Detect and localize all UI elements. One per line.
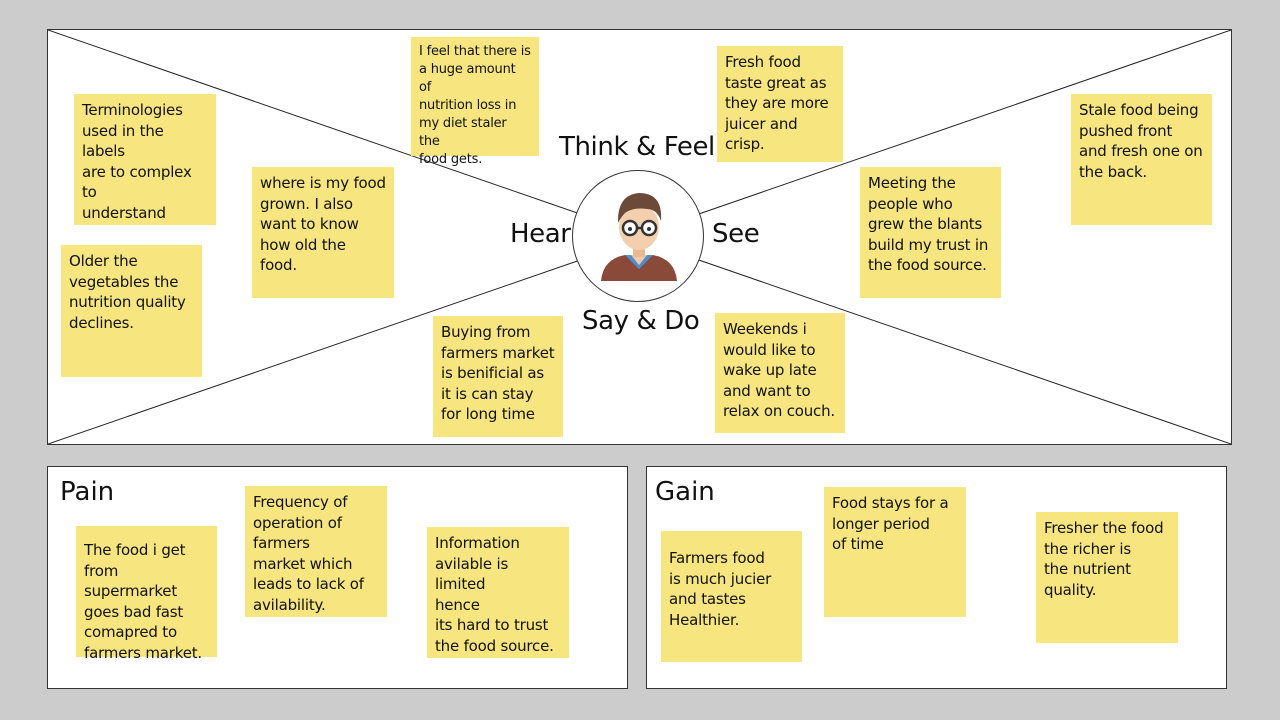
sticky-note-nutrition-loss: I feel that there is a huge amount of nu… bbox=[411, 37, 539, 167]
sticky-note-buying-farmers-market: Buying from farmers market is benificial… bbox=[433, 316, 563, 437]
sticky-note-terminologies: Terminologies used in the labels are to … bbox=[74, 94, 216, 225]
sticky-note-older-vegetables: Older the vegetables the nutrition quali… bbox=[61, 245, 202, 377]
sticky-note-fresher-food: Fresher the food the richer is the nutri… bbox=[1036, 512, 1178, 643]
pain-title: Pain bbox=[60, 477, 115, 507]
sticky-note-frequency: Frequency of operation of farmers market… bbox=[245, 486, 387, 617]
persona-avatar bbox=[572, 170, 704, 302]
quadrant-divider-lines bbox=[48, 30, 1231, 444]
sticky-note-weekends: Weekends i would like to wake up late an… bbox=[715, 313, 845, 433]
gain-title: Gain bbox=[655, 477, 715, 507]
sticky-note-stale-food: Stale food being pushed front and fresh … bbox=[1071, 94, 1212, 225]
sticky-note-where-grown: where is my food grown. I also want to k… bbox=[252, 167, 394, 298]
think-feel-label: Think & Feel bbox=[559, 132, 715, 162]
sticky-note-food-stays: Food stays for a longer period of time bbox=[824, 487, 966, 617]
sticky-note-farmers-food: Farmers food is much jucier and tastes H… bbox=[661, 531, 802, 662]
person-with-glasses-icon bbox=[601, 193, 677, 281]
say-do-label: Say & Do bbox=[582, 306, 700, 336]
hear-label: Hear bbox=[510, 219, 571, 249]
sticky-note-fresh-food: Fresh food taste great as they are more … bbox=[717, 46, 843, 162]
sticky-note-meeting-growers: Meeting the people who grew the blants b… bbox=[860, 167, 1001, 298]
sticky-note-information: Information avilable is limited hence it… bbox=[427, 527, 569, 658]
see-label: See bbox=[712, 219, 760, 249]
sticky-note-supermarket: The food i get from supermarket goes bad… bbox=[76, 526, 217, 662]
